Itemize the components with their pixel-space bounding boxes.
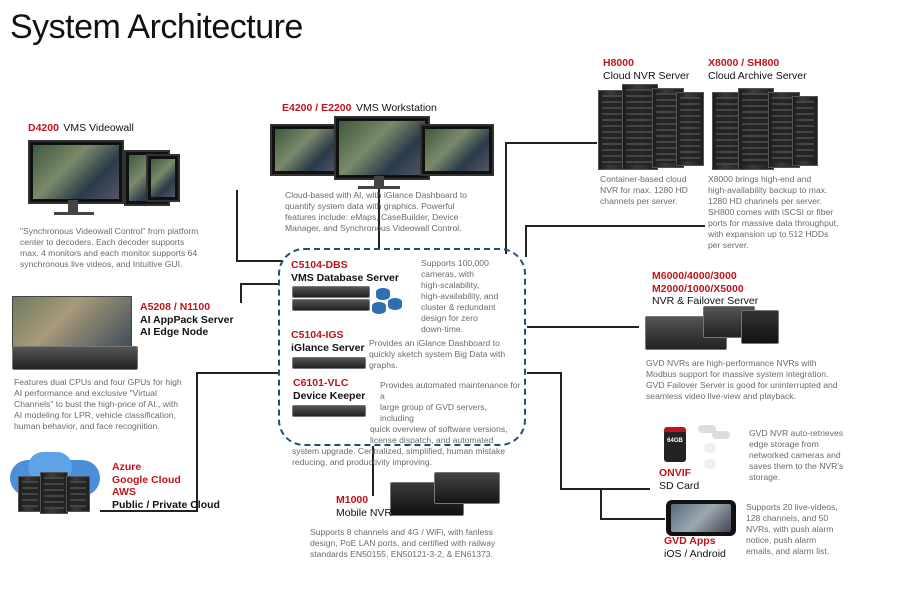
connector-archive-h: [525, 225, 705, 227]
archive-image: [712, 88, 818, 170]
archive-name: Cloud Archive Server: [708, 69, 807, 82]
workstation-name: VMS Workstation: [355, 102, 437, 114]
ai-name-2: AI Edge Node: [140, 326, 209, 338]
cloudnvr-name: Cloud NVR Server: [603, 69, 690, 82]
cloudnvr-model: H8000: [603, 57, 634, 69]
nvr-name: NVR & Failover Server: [652, 295, 759, 307]
keeper-name: Device Keeper: [293, 389, 366, 402]
connector-cloudnvr-v: [505, 142, 507, 254]
nvr-model-1: M6000/4000/3000: [652, 270, 737, 282]
connector-sd-h: [560, 488, 650, 490]
apps-header: GVD Apps iOS / Android: [664, 535, 726, 560]
phone-image: [666, 500, 736, 536]
connector-cloud-v: [196, 372, 198, 512]
videowall-header: D4200 VMS Videowall: [28, 121, 134, 135]
videowall-name: VMS Videowall: [63, 122, 134, 134]
workstation-desc: Cloud-based with AI, with iGlance Dashbo…: [285, 190, 467, 233]
keeper-desc: Provides automated maintenance for a lar…: [292, 380, 521, 467]
sd-badge: 64GB: [664, 427, 686, 462]
archive-header: X8000 / SH800 Cloud Archive Server: [708, 57, 807, 82]
cloud-model-2: Google Cloud: [112, 473, 181, 486]
iglance-model: C5104-IGS: [291, 329, 344, 341]
mobilenvr-model: M1000: [336, 494, 369, 506]
cloud-name: Public / Private Cloud: [112, 498, 220, 511]
connector-workstation: [378, 188, 380, 250]
apps-name: iOS / Android: [664, 547, 726, 560]
dbs-header: C5104-DBS VMS Database Server: [291, 259, 399, 284]
connector-archive-v: [525, 225, 527, 257]
iglance-name: iGlance Server: [291, 341, 365, 354]
page-title: System Architecture: [10, 8, 303, 46]
ai-model: A5208 / N1100: [140, 301, 211, 313]
nvr-image: [645, 306, 779, 352]
sdcard-image: 64GB: [664, 425, 734, 475]
nvr-model-2: M2000/1000/X5000: [652, 282, 744, 295]
dbs-name: VMS Database Server: [291, 271, 399, 284]
mobilenvr-header: M1000 Mobile NVR: [336, 494, 392, 519]
connector-mobile: [372, 446, 374, 496]
archive-model: X8000 / SH800: [708, 57, 780, 69]
core-servers-group: [278, 248, 526, 446]
connector-cloud-h: [100, 510, 198, 512]
keeper-image: [292, 405, 366, 417]
cloud-model-1: Azure: [112, 461, 142, 473]
ai-image: [12, 296, 138, 372]
ai-desc: Features dual CPUs and four GPUs for hig…: [14, 377, 182, 431]
workstation-image: [270, 116, 494, 190]
connector-ai-b: [240, 283, 242, 303]
apps-model: GVD Apps: [664, 535, 716, 547]
mobilenvr-image: [390, 472, 500, 522]
sdcard-name: SD Card: [659, 479, 700, 492]
cloudnvr-image: [598, 84, 704, 170]
nvr-header: M6000/4000/3000 M2000/1000/X5000 NVR & F…: [652, 270, 758, 308]
iglance-image: [292, 357, 366, 369]
cloudnvr-header: H8000 Cloud NVR Server: [603, 57, 689, 82]
keeper-model: C6101-VLC: [293, 377, 349, 389]
connector-apps-v: [600, 488, 602, 520]
iglance-header: C5104-IGS iGlance Server: [291, 329, 365, 354]
workstation-header: E4200 / E2200 VMS Workstation: [282, 101, 437, 115]
dbs-image: [292, 286, 412, 320]
videowall-desc: "Synchronous Videowall Control" from pla…: [20, 226, 199, 269]
sdcard-header: ONVIF SD Card: [659, 467, 699, 492]
workstation-model: E4200 / E2200: [282, 102, 352, 114]
keeper-header: C6101-VLC Device Keeper: [293, 377, 365, 402]
videowall-model: D4200: [28, 122, 59, 134]
connector-ai: [240, 283, 280, 285]
cloud-image: [4, 452, 104, 514]
videowall-image: [28, 140, 180, 216]
connector-cloudnvr-h: [505, 142, 597, 144]
ai-header: A5208 / N1100 AI AppPack Server AI Edge …: [140, 301, 234, 339]
mobilenvr-name: Mobile NVR: [336, 506, 393, 519]
connector-videowall-h: [236, 260, 282, 262]
dbs-model: C5104-DBS: [291, 259, 348, 271]
sdcard-model: ONVIF: [659, 467, 692, 479]
connector-videowall: [236, 190, 238, 262]
connector-sd-h0: [527, 372, 562, 374]
apps-desc: Supports 20 live-videos,128 channels, an…: [746, 502, 838, 556]
connector-left-low: [196, 372, 280, 374]
cloud-header: Azure Google Cloud AWS Public / Private …: [112, 461, 220, 511]
cloud-model-3: AWS: [112, 486, 136, 498]
connector-apps-h: [600, 518, 665, 520]
ai-name-1: AI AppPack Server: [140, 313, 234, 326]
connector-sd-v: [560, 372, 562, 490]
mobilenvr-desc: Supports 8 channels and 4G / WiFi, with …: [310, 527, 496, 559]
connector-nvr: [527, 326, 639, 328]
